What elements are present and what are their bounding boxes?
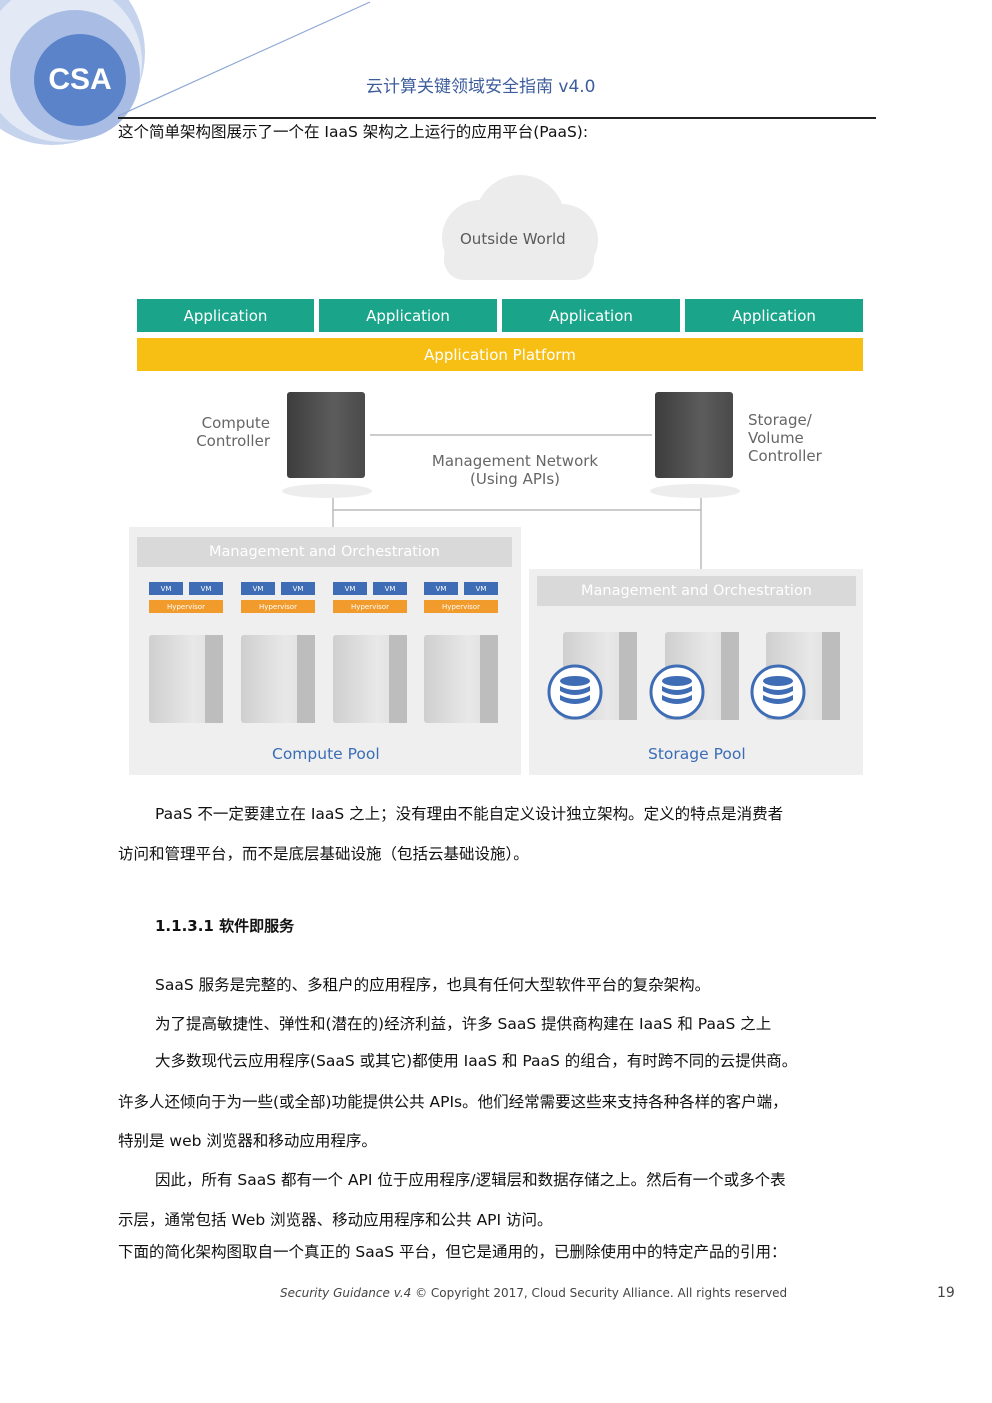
paragraph-line: SaaS 服务是完整的、多租户的应用程序，也具有任何大型软件平台的复杂架构。 [155,976,711,994]
paragraph-line: 为了提高敏捷性、弹性和(潜在的)经济利益，许多 SaaS 提供商构建在 IaaS… [155,1015,772,1033]
compute-node: VM VM Hypervisor [241,582,315,723]
server-shadow [282,484,372,498]
storage-node [547,632,637,720]
label-line: Volume [748,429,804,447]
document-title: 云计算关键领域安全指南 v4.0 [366,77,596,97]
storage-pool-label: Storage Pool [648,745,746,763]
hypervisor-box: Hypervisor [241,600,315,613]
label-line: Compute [201,414,270,432]
compute-server-icon [149,635,223,723]
label-line: Controller [196,432,270,450]
hypervisor-box: Hypervisor [333,600,407,613]
vm-box: VM [281,582,315,595]
database-icon [547,664,603,720]
footer-text: © Copyright 2017, Cloud Security Allianc… [411,1286,788,1300]
cloud-label: Outside World [460,230,566,248]
application-platform-box: Application Platform [137,338,863,371]
compute-controller-server-icon [287,392,365,478]
paragraph-line: 大多数现代云应用程序(SaaS 或其它)都使用 IaaS 和 PaaS 的组合，… [155,1052,798,1070]
header-diagonal-line [117,1,371,117]
hypervisor-box: Hypervisor [149,600,223,613]
paragraph-line: PaaS 不一定要建立在 IaaS 之上；没有理由不能自定义设计独立架构。定义的… [155,805,784,823]
label-line: Controller [748,447,822,465]
vm-box: VM [373,582,407,595]
footer-copyright: Security Guidance v.4 © Copyright 2017, … [280,1286,787,1300]
database-icon [750,664,806,720]
vm-box: VM [189,582,223,595]
vm-box: VM [464,582,498,595]
compute-node: VM VM Hypervisor [149,582,223,723]
csa-logo: CSA [34,34,126,126]
storage-node [750,632,840,720]
footer-italic: Security Guidance v.4 [280,1286,412,1300]
label-line: Management Network [431,452,599,470]
compute-management-bar: Management and Orchestration [137,537,512,567]
logo-text: CSA [48,63,112,96]
paragraph-line: 特别是 web 浏览器和移动应用程序。 [118,1132,377,1150]
vm-box: VM [149,582,183,595]
server-shadow [650,484,740,498]
paragraph-line: 下面的简化架构图取自一个真正的 SaaS 平台，但它是通用的，已删除使用中的特定… [118,1243,787,1261]
management-label: Management and Orchestration [580,583,813,599]
compute-controller-label: Compute Controller [195,414,270,450]
application-label: Application [366,306,450,325]
management-label: Management and Orchestration [208,544,441,560]
application-label: Application [549,306,633,325]
vm-box: VM [333,582,367,595]
compute-node: VM VM Hypervisor [424,582,498,723]
storage-node [649,632,739,720]
storage-management-bar: Management and Orchestration [537,576,856,606]
management-network-label: Management Network (Using APIs) [420,452,610,488]
intro-text: 这个简单架构图展示了一个在 IaaS 架构之上运行的应用平台(PaaS): [118,123,589,141]
compute-node: VM VM Hypervisor [333,582,407,723]
storage-controller-server-icon [655,392,733,478]
network-lines [332,434,702,570]
hypervisor-box: Hypervisor [424,600,498,613]
storage-controller-label: Storage/ Volume Controller [748,411,822,465]
paragraph-line: 示层，通常包括 Web 浏览器、移动应用程序和公共 API 访问。 [118,1211,553,1229]
vm-box: VM [241,582,275,595]
paragraph-line: 因此，所有 SaaS 都有一个 API 位于应用程序/逻辑层和数据存储之上。然后… [155,1171,786,1189]
application-box: Application [137,299,314,332]
application-box: Application [685,299,863,332]
header-rule [118,117,876,119]
section-heading: 1.1.3.1 软件即服务 [155,917,295,935]
paas-architecture-diagram: Outside World Application Application Ap… [129,175,863,775]
application-label: Application [183,306,268,325]
compute-server-icon [333,635,407,723]
application-box: Application [319,299,497,332]
platform-label: Application Platform [424,345,576,364]
paragraph-line: 许多人还倾向于为一些(或全部)功能提供公共 APIs。他们经常需要这些来支持各种… [118,1093,788,1111]
compute-pool-label: Compute Pool [272,745,380,763]
cloud-icon [442,175,598,280]
compute-server-icon [241,635,315,723]
label-line: (Using APIs) [469,470,560,488]
vm-box: VM [424,582,458,595]
database-icon [649,664,705,720]
label-line: Storage/ [748,411,812,429]
paragraph-line: 访问和管理平台，而不是底层基础设施（包括云基础设施）。 [118,845,529,863]
page-number: 19 [937,1285,955,1301]
application-label: Application [732,306,816,325]
compute-server-icon [424,635,498,723]
application-box: Application [502,299,680,332]
